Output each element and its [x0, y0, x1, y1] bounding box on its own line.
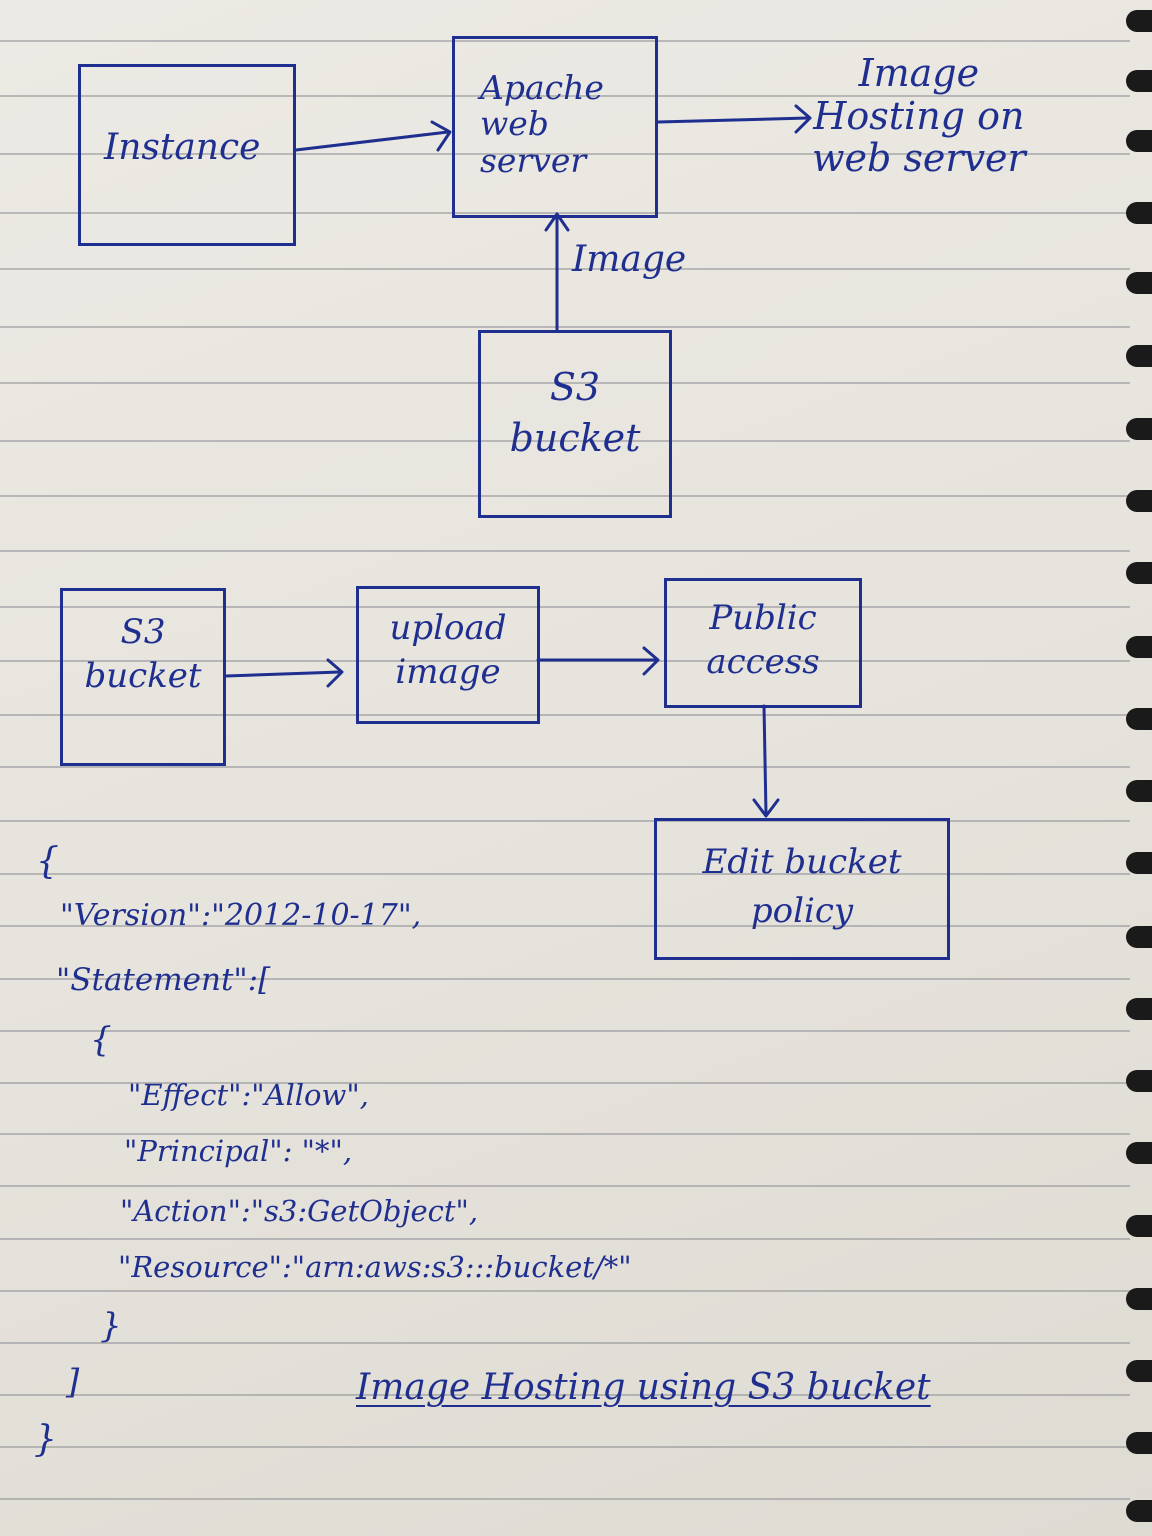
policy-line: { [36, 841, 59, 882]
arrow-apache-to-hosting [656, 116, 810, 124]
policy-line: "Statement":[ [56, 962, 271, 998]
arrow-instance-to-apache [294, 130, 450, 152]
arrow-public-to-policy [762, 704, 768, 816]
edit-bucket-policy-box [654, 818, 950, 960]
policy-line: "Action":"s3:GetObject", [120, 1194, 479, 1228]
apache-web-server-label: Apache web server [480, 68, 604, 180]
upload-image-label: upload image [389, 608, 507, 693]
s3-bucket-label-top: S3 bucket [509, 365, 641, 461]
image-hosting-label: Image Hosting on web server [812, 51, 1026, 181]
apache-web-server-box [452, 36, 658, 218]
policy-line: "Effect":"Allow", [128, 1078, 369, 1112]
policy-line: "Resource":"arn:aws:s3:::bucket/*" [118, 1250, 632, 1284]
instance-box [78, 64, 296, 246]
s3-bucket-box [60, 588, 226, 766]
public-access-box [664, 578, 862, 708]
page-title: Image Hosting using S3 bucket [356, 1367, 931, 1408]
upload-image-box [356, 586, 540, 724]
public-access-label: Public access [706, 598, 820, 683]
edit-bucket-policy-label: Edit bucket policy [702, 842, 902, 932]
arrow-s3-to-upload [224, 670, 342, 678]
policy-line: } [34, 1419, 57, 1460]
s3-bucket-box-top [478, 330, 672, 518]
s3-bucket-label: S3 bucket [84, 612, 202, 697]
policy-line: "Principal": "*", [124, 1134, 353, 1168]
policy-line: { [90, 1020, 112, 1060]
image-arrow-label: Image [572, 239, 687, 280]
instance-label: Instance [104, 127, 261, 168]
policy-line: ] [66, 1362, 80, 1402]
policy-line: } [100, 1306, 122, 1346]
policy-line: "Version":"2012-10-17", [60, 898, 422, 933]
